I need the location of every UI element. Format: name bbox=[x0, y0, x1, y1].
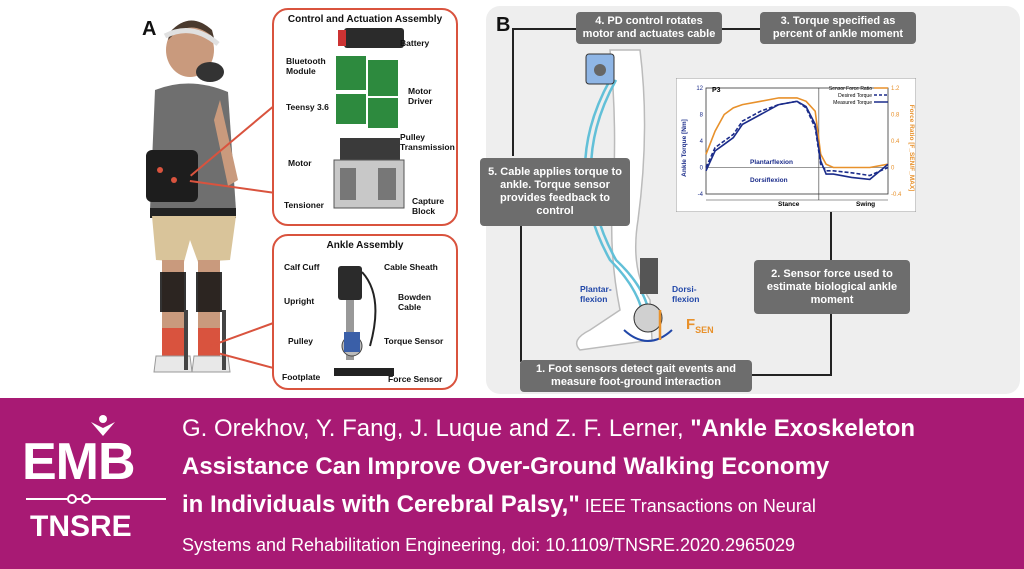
citation-line-3: in Individuals with Cerebral Palsy," IEE… bbox=[182, 490, 816, 521]
flow-line bbox=[830, 314, 832, 376]
force-sensor-label: Force Sensor bbox=[388, 374, 443, 384]
chart-y2label: Force Ratio [F_SEN/F_MAX] bbox=[908, 105, 915, 192]
dorsiflexion-annotation: Dorsiflexion bbox=[750, 177, 788, 184]
desired-torque-line bbox=[705, 100, 889, 177]
citation-line-1: G. Orekhov, Y. Fang, J. Luque and Z. F. … bbox=[182, 414, 915, 444]
chart-ylabel: Ankle Torque [Nm] bbox=[681, 119, 688, 177]
step-3-box: 3. Torque specified as percent of ankle … bbox=[760, 12, 916, 44]
step-5-box: 5. Cable applies torque to ankle. Torque… bbox=[480, 158, 630, 226]
flow-line bbox=[752, 374, 832, 376]
flow-line bbox=[830, 212, 832, 262]
flow-line bbox=[720, 28, 760, 30]
calf-cuff-label: Calf Cuff bbox=[284, 262, 320, 272]
plantar-flexion-label: Plantar-flexion bbox=[580, 284, 612, 304]
y-tick-label: 0 bbox=[700, 166, 704, 172]
citation-journal-a: IEEE Transactions on Neural bbox=[579, 496, 816, 516]
logo-emb-text: EMB bbox=[22, 433, 136, 491]
swing-label: Swing bbox=[856, 201, 875, 208]
ankle-device-illustration bbox=[334, 266, 394, 376]
legend-force: Sensor Force Ratio bbox=[829, 86, 872, 92]
emb-tnsre-logo: EMB TNSRE bbox=[22, 414, 170, 554]
person-icon bbox=[91, 415, 115, 436]
control-device-illustration bbox=[333, 28, 405, 209]
tensioner-label: Tensioner bbox=[284, 200, 324, 210]
control-box-title: Control and Actuation Assembly bbox=[287, 14, 443, 25]
force-ratio-line bbox=[705, 97, 889, 169]
capture-block-label: Capture Block bbox=[412, 196, 445, 216]
logo-tnsre-text: TNSRE bbox=[30, 510, 132, 543]
plantarflexion-annotation: Plantarflexion bbox=[750, 159, 793, 166]
y2-tick-label: 1.2 bbox=[891, 86, 900, 92]
citation-title-2: Assistance Can Improve Over-Ground Walki… bbox=[182, 453, 830, 480]
motor-driver-label: Motor Driver bbox=[408, 86, 433, 106]
y2-tick-label: -0.4 bbox=[891, 192, 902, 198]
pulley-label: Pulley bbox=[288, 336, 314, 346]
citation-line-4: Systems and Rehabilitation Engineering, … bbox=[182, 530, 795, 560]
chart-title: P3 bbox=[712, 87, 721, 94]
battery-label: Battery bbox=[400, 38, 430, 48]
flow-line bbox=[520, 226, 522, 362]
flow-line bbox=[512, 28, 514, 156]
citation-journal-b: Systems and Rehabilitation Engineering, … bbox=[182, 535, 796, 555]
circuit-line-icon bbox=[26, 494, 166, 504]
citation-line-2: Assistance Can Improve Over-Ground Walki… bbox=[182, 452, 829, 482]
step-4-box: 4. PD control rotates motor and actuates… bbox=[576, 12, 722, 44]
panel-a-letter: A bbox=[142, 18, 157, 40]
citation-authors: G. Orekhov, Y. Fang, J. Luque and Z. F. … bbox=[182, 415, 691, 442]
citation-title-1: "Ankle Exoskeleton bbox=[690, 415, 916, 442]
pulley-transmission-label: Pulley Transmission bbox=[400, 132, 455, 152]
y-tick-label: 8 bbox=[700, 113, 704, 119]
torque-chart: 12 8 4 0 -4 1.2 0.8 0.4 0 -0.4 P3 Ankle Torque [N… bbox=[676, 78, 916, 212]
y2-tick-label: 0 bbox=[891, 166, 895, 172]
cable-sheath-label: Cable Sheath bbox=[384, 262, 438, 272]
ankle-box-title: Ankle Assembly bbox=[326, 240, 404, 251]
ankle-assembly-box bbox=[272, 234, 458, 390]
citation-title-3: in Individuals with Cerebral Palsy," bbox=[182, 491, 580, 518]
legend-desired: Desired Torque bbox=[838, 93, 872, 99]
measured-torque-line bbox=[705, 100, 889, 181]
footplate-label: Footplate bbox=[282, 372, 321, 382]
stance-label: Stance bbox=[778, 201, 800, 208]
panel-b-letter: B bbox=[496, 14, 511, 36]
chart-background bbox=[676, 78, 916, 212]
y-tick-label: -4 bbox=[698, 192, 704, 198]
flow-line bbox=[512, 28, 576, 30]
bowden-cable-label: Bowden Cable bbox=[398, 292, 432, 312]
y2-tick-label: 0.8 bbox=[891, 113, 900, 119]
citation-banner bbox=[0, 398, 1024, 569]
motor-label: Motor bbox=[288, 158, 312, 168]
y-tick-label: 4 bbox=[700, 139, 704, 145]
plot-frame bbox=[705, 87, 889, 195]
upright-label: Upright bbox=[284, 296, 315, 306]
y2-tick-label: 0.4 bbox=[891, 139, 900, 145]
control-actuation-box bbox=[272, 8, 458, 226]
step-1-box: 1. Foot sensors detect gait events and m… bbox=[520, 360, 752, 392]
torque-sensor-label: Torque Sensor bbox=[384, 336, 444, 346]
teensy-label: Teensy 3.6 bbox=[286, 102, 329, 112]
fsen-label: FSEN bbox=[686, 316, 714, 335]
step-2-box: 2. Sensor force used to estimate biologi… bbox=[754, 260, 910, 314]
dorsi-flexion-label: Dorsi-flexion bbox=[672, 284, 700, 304]
bluetooth-label: Bluetooth Module bbox=[286, 56, 326, 76]
legend-measured: Measured Torque bbox=[833, 100, 872, 106]
y-tick-label: 12 bbox=[696, 86, 703, 92]
